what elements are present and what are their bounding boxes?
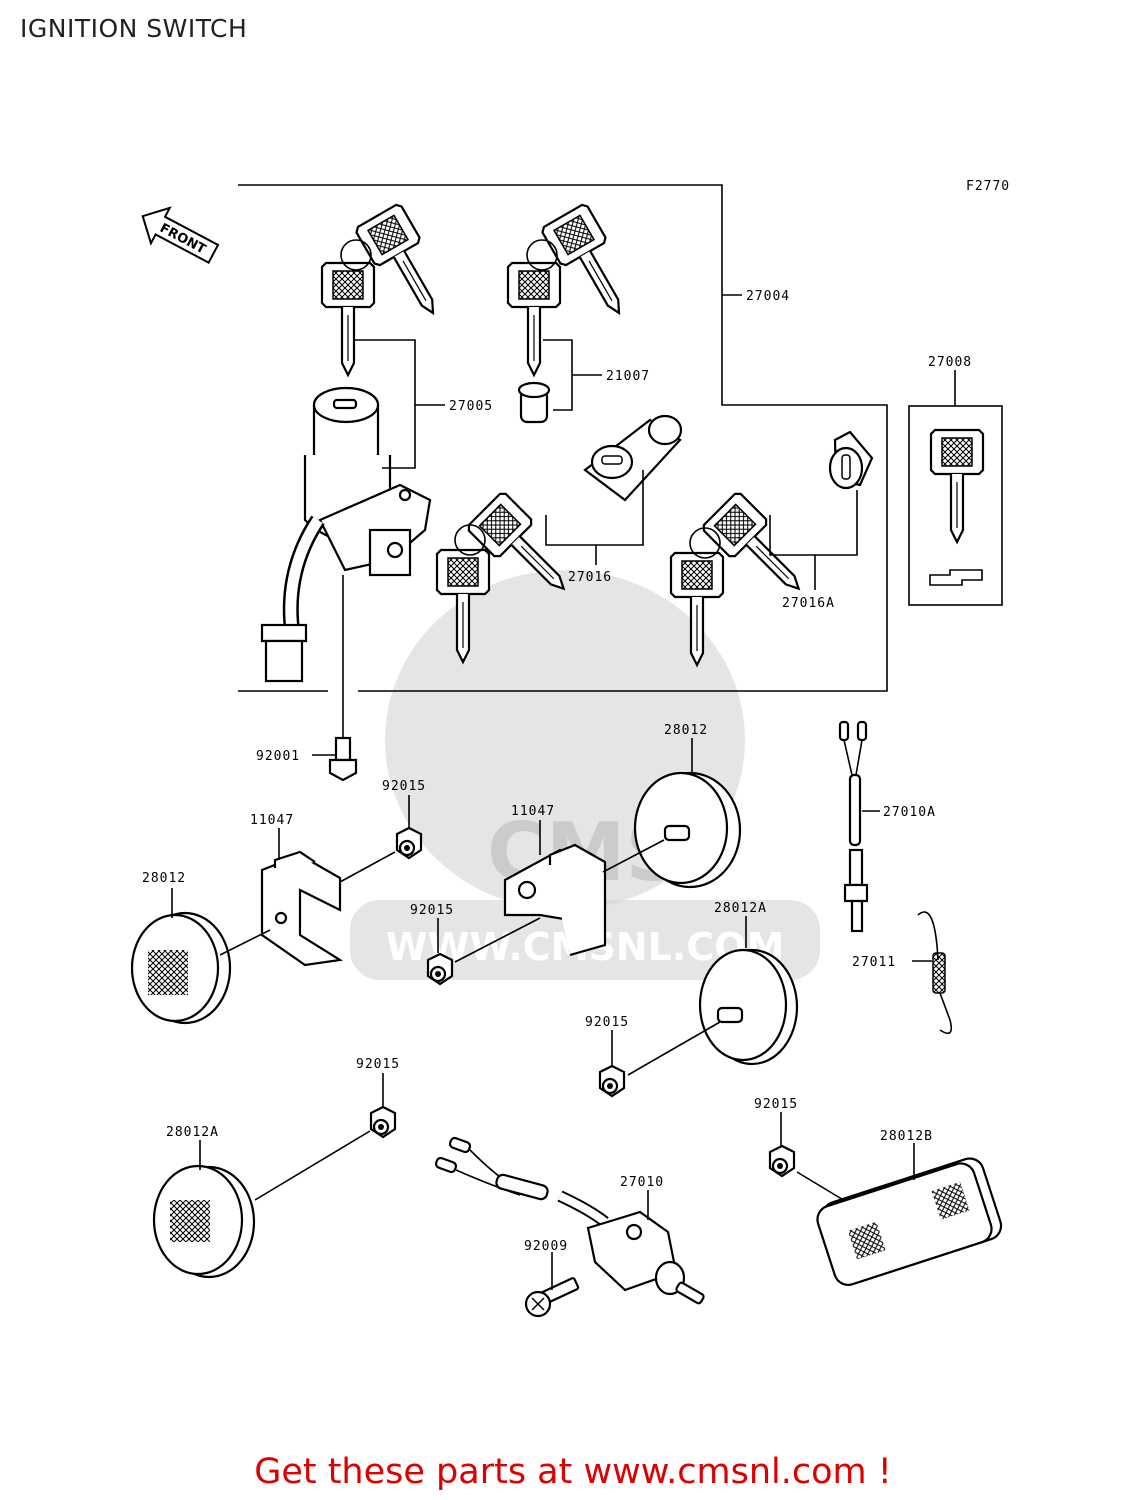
reflector-28012A-left (152, 1164, 256, 1279)
label-28012A-left: 28012A (166, 1125, 219, 1140)
label-11047-center: 11047 (511, 804, 555, 819)
key-pair-27016 (435, 489, 584, 664)
label-28012-left: 28012 (142, 871, 186, 886)
label-92001: 92001 (256, 749, 300, 764)
nut-92015-b (426, 952, 454, 986)
spring-27011 (917, 911, 953, 1035)
label-92015-d: 92015 (356, 1057, 400, 1072)
switch-27010 (434, 1136, 705, 1305)
label-27010: 27010 (620, 1175, 664, 1190)
key-pair-21007 (506, 201, 643, 377)
reflector-28012A-right (698, 948, 799, 1066)
nut-92015-a (395, 826, 423, 860)
bolt-92001 (328, 736, 358, 782)
label-28012A-right: 28012A (714, 901, 767, 916)
label-27004: 27004 (746, 289, 790, 304)
footer-link[interactable]: Get these parts at www.cmsnl.com ! (254, 1452, 892, 1492)
screw-92009 (524, 1277, 580, 1318)
reflector-28012B (816, 1157, 1003, 1286)
label-27008: 27008 (928, 355, 972, 370)
bracket-11047-left (260, 850, 344, 967)
bracket-11047-center (503, 843, 607, 957)
label-28012B: 28012B (880, 1129, 933, 1144)
label-28012-top: 28012 (664, 723, 708, 738)
nut-92015-d (369, 1105, 397, 1139)
set-box (238, 184, 888, 692)
sensor-27010A (838, 720, 869, 933)
label-27016: 27016 (568, 570, 612, 585)
front-arrow-icon: FRONT (141, 206, 220, 264)
nut-92015-e (768, 1144, 796, 1178)
reflector-28012-left (130, 911, 232, 1025)
label-92015-c: 92015 (585, 1015, 629, 1030)
page-title: IGNITION SWITCH (20, 14, 248, 43)
nut-92015-c (598, 1064, 626, 1098)
label-27010A: 27010A (883, 805, 936, 820)
label-92015-b: 92015 (410, 903, 454, 918)
seat-lock-27016 (583, 414, 683, 502)
label-92009: 92009 (524, 1239, 568, 1254)
key-pair-27016A (669, 489, 819, 667)
label-27011: 27011 (852, 955, 896, 970)
ignition-switch-body (260, 386, 432, 683)
key-pair-27005 (320, 201, 457, 377)
label-27005: 27005 (449, 399, 493, 414)
label-92015-e: 92015 (754, 1097, 798, 1112)
label-27016A: 27016A (782, 596, 835, 611)
label-21007: 21007 (606, 369, 650, 384)
reflector-28012-top (633, 771, 742, 889)
label-11047-left: 11047 (250, 813, 294, 828)
lock-cylinder-cap (517, 381, 551, 424)
figure-code: F2770 (966, 179, 1010, 194)
blank-key (929, 428, 985, 544)
label-92015-a: 92015 (382, 779, 426, 794)
helmet-lock-27016A (828, 430, 874, 490)
